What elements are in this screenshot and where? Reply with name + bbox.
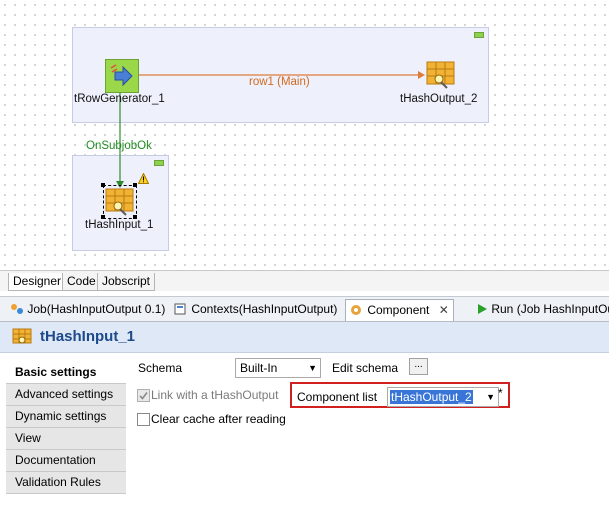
component-list-select[interactable]: tHashOutput_2 ▼ (387, 387, 499, 407)
job-icon (11, 304, 23, 314)
tab-jobscript[interactable]: Jobscript (97, 273, 156, 291)
component-list-value: tHashOutput_2 (390, 390, 473, 404)
selection-handle[interactable] (101, 183, 105, 187)
tab-run[interactable]: Run (Job HashInputOu (472, 299, 609, 319)
sidebar-item-documentation[interactable]: Documentation (6, 450, 126, 472)
settings-sidebar: Basic settings Advanced settings Dynamic… (6, 362, 126, 494)
schema-select[interactable]: Built-In ▼ (235, 358, 321, 378)
row1-main-link-label[interactable]: row1 (Main) (249, 76, 310, 88)
sidebar-item-advanced-settings[interactable]: Advanced settings (6, 384, 126, 406)
tab-contexts-label: Contexts(HashInputOutput) (191, 302, 338, 316)
required-asterisk: * (498, 386, 503, 400)
schema-select-value: Built-In (240, 361, 278, 375)
designer-tab-bar: Designer Code Jobscript (0, 270, 609, 291)
edit-schema-label: Edit schema (332, 361, 399, 375)
tab-contexts[interactable]: Contexts(HashInputOutput) (170, 299, 341, 319)
tab-designer[interactable]: Designer (8, 273, 67, 291)
tab-component-label: Component (367, 303, 430, 317)
on-subjob-ok-label[interactable]: OnSubjobOk (86, 140, 152, 152)
subjob-input-collapse-toggle[interactable] (154, 160, 164, 166)
chevron-down-icon: ▼ (486, 392, 495, 402)
trowgenerator-component[interactable] (105, 59, 139, 93)
close-icon[interactable]: ✕ (438, 303, 449, 317)
links-layer (116, 71, 425, 188)
tab-code[interactable]: Code (62, 273, 101, 291)
schema-label: Schema (138, 361, 183, 375)
row-generator-icon (110, 64, 133, 87)
link-checkbox[interactable] (137, 389, 150, 402)
on-subjob-ok-link-arrow (116, 181, 124, 188)
component-list-highlight (290, 382, 510, 408)
hash-table-icon (12, 328, 32, 344)
tab-run-label: Run (Job HashInputOu (491, 302, 609, 316)
checkmark-icon (139, 392, 148, 400)
view-tab-bar: Job(HashInputOutput 0.1) Contexts(HashIn… (0, 296, 609, 322)
selection-handle[interactable] (133, 183, 137, 187)
sidebar-item-view[interactable]: View (6, 428, 126, 450)
component-icon (351, 305, 361, 315)
clear-cache-checkbox[interactable] (137, 413, 150, 426)
link-checkbox-label: Link with a tHashOutput (151, 388, 279, 402)
clear-cache-label: Clear cache after reading (151, 412, 286, 426)
chevron-down-icon: ▼ (308, 363, 317, 373)
sidebar-item-basic-settings[interactable]: Basic settings (6, 362, 126, 384)
hash-table-icon (105, 188, 134, 216)
selection-handle[interactable] (101, 215, 105, 219)
hash-table-icon (426, 61, 455, 89)
tab-job[interactable]: Job(HashInputOutput 0.1) (6, 299, 169, 319)
contexts-icon (174, 303, 186, 315)
thashinput-component[interactable] (103, 185, 137, 219)
warning-icon (138, 173, 149, 184)
component-title: tHashInput_1 (40, 328, 136, 345)
tab-job-label: Job(HashInputOutput 0.1) (27, 302, 166, 316)
run-icon (478, 304, 487, 314)
thashinput-label: tHashInput_1 (85, 219, 154, 231)
sidebar-item-validation-rules[interactable]: Validation Rules (6, 472, 126, 494)
tab-component[interactable]: Component ✕ (345, 299, 454, 321)
selection-handle[interactable] (133, 215, 137, 219)
designer-canvas[interactable]: tRowGenerator_1 row1 (Main) tHashOutput_… (0, 0, 609, 270)
subjob-collapse-toggle[interactable] (474, 32, 484, 38)
component-header: tHashInput_1 (0, 322, 609, 353)
component-list-label: Component list (297, 390, 378, 404)
thashoutput-label: tHashOutput_2 (400, 93, 478, 105)
sidebar-item-dynamic-settings[interactable]: Dynamic settings (6, 406, 126, 428)
edit-schema-button[interactable]: ... (409, 358, 428, 375)
thashoutput-component[interactable] (425, 59, 457, 91)
row1-main-link-arrow (418, 71, 425, 79)
trowgenerator-label: tRowGenerator_1 (74, 93, 165, 105)
